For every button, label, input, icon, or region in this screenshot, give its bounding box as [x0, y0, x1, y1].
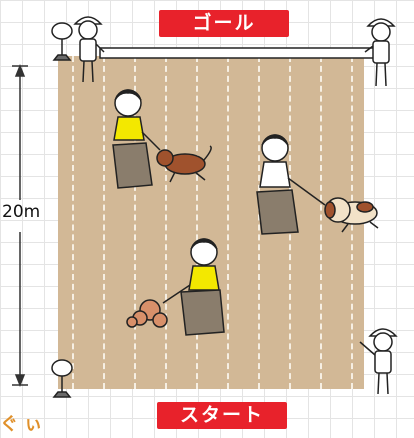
official-start	[359, 328, 398, 395]
distance-arrow	[12, 63, 28, 388]
lane-line	[196, 56, 198, 389]
start-pylon	[51, 359, 73, 398]
racer-girl-bottom	[162, 238, 225, 336]
distance-label: 20m	[2, 202, 41, 222]
lane-line	[103, 56, 105, 389]
lane-line	[165, 56, 167, 389]
dog-brown	[156, 145, 212, 183]
lane-line	[320, 56, 322, 389]
racer-girl-middle	[256, 134, 326, 235]
start-label: スタート	[157, 402, 287, 429]
goal-label: ゴール	[159, 10, 289, 37]
lane-line	[134, 56, 136, 389]
lane-line	[72, 56, 74, 389]
dog-poodle	[126, 299, 168, 328]
lane-line	[227, 56, 229, 389]
corner-fragment: ぐ ぃ	[0, 414, 43, 435]
official-goal-left	[73, 16, 105, 83]
goal-pylon	[51, 22, 73, 61]
dog-puppy	[324, 197, 379, 233]
racer-girl-top	[112, 89, 161, 189]
lane-line	[258, 56, 260, 389]
goal-tape	[99, 47, 381, 59]
official-goal-right	[364, 18, 396, 87]
